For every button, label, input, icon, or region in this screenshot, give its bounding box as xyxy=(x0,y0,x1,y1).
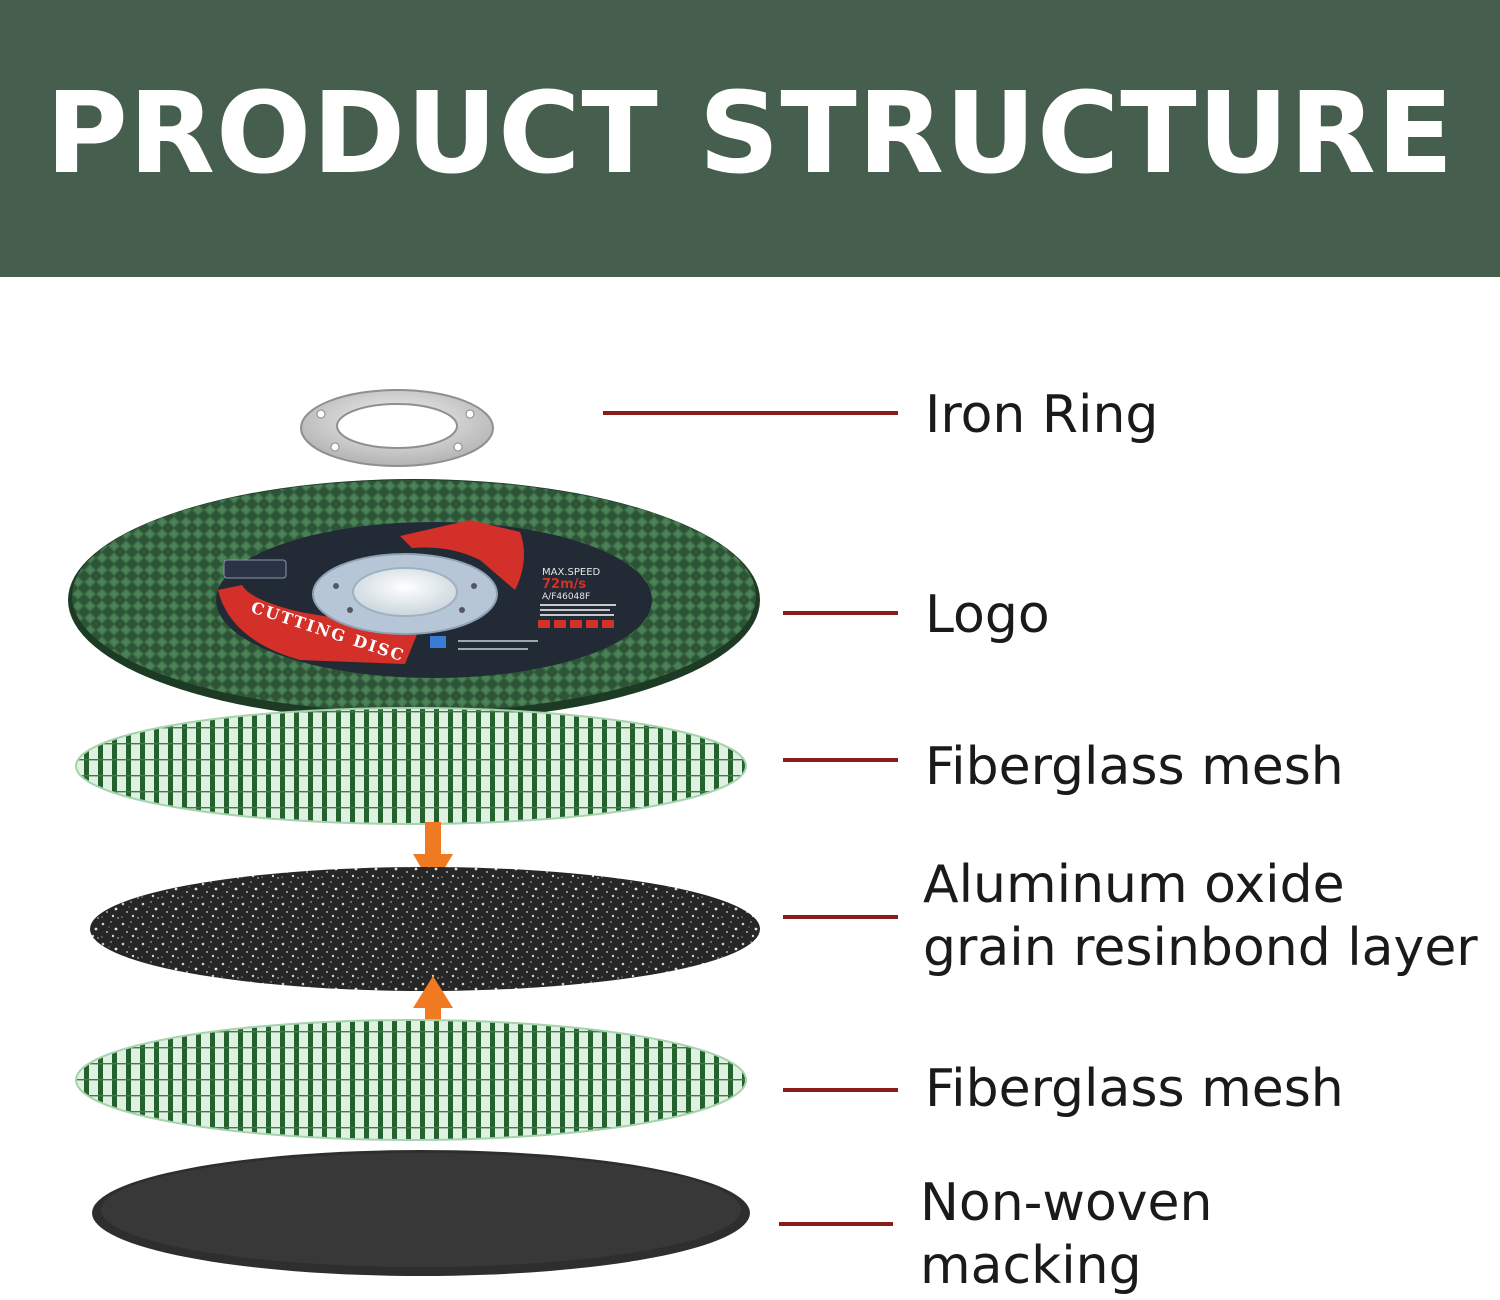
label-backing-line2: macking xyxy=(920,1236,1142,1296)
exploded-disc-illustration: CUTTING DISC MAX.SPEED 72m/s A/F46048F xyxy=(68,389,760,1276)
leader-line-backing xyxy=(779,1222,893,1226)
leader-line-mesh-top xyxy=(783,758,898,762)
page-title: PRODUCT STRUCTURE xyxy=(45,68,1455,199)
grain-layer-part xyxy=(90,867,760,991)
label-iron-ring: Iron Ring xyxy=(925,385,1159,445)
label-grain-line1: Aluminum oxide xyxy=(923,855,1345,915)
label-logo: Logo xyxy=(925,585,1050,645)
label-grain-line2: grain resinbond layer xyxy=(923,918,1478,978)
fiberglass-mesh-bottom-part xyxy=(75,1019,747,1141)
header-banner: PRODUCT STRUCTURE xyxy=(0,0,1500,277)
label-fiberglass-mesh-bottom: Fiberglass mesh xyxy=(925,1059,1344,1119)
disc-speed-label: MAX.SPEED xyxy=(542,567,601,578)
label-fiberglass-mesh-top: Fiberglass mesh xyxy=(925,737,1344,797)
structure-diagram: CUTTING DISC MAX.SPEED 72m/s A/F46048F xyxy=(0,277,1500,1300)
leader-line-grain xyxy=(783,915,898,919)
label-backing-line1: Non-woven xyxy=(920,1173,1213,1233)
disc-spec-code: A/F46048F xyxy=(542,592,590,602)
iron-ring-part xyxy=(300,389,494,467)
non-woven-backing-part xyxy=(92,1150,750,1276)
leader-line-iron-ring xyxy=(603,411,898,415)
fiberglass-mesh-top-part xyxy=(75,707,747,825)
disc-speed-value: 72m/s xyxy=(542,577,586,592)
leader-line-logo xyxy=(783,611,898,615)
leader-line-mesh-bottom xyxy=(783,1088,898,1092)
logo-disc-part: CUTTING DISC MAX.SPEED 72m/s A/F46048F xyxy=(68,479,760,721)
